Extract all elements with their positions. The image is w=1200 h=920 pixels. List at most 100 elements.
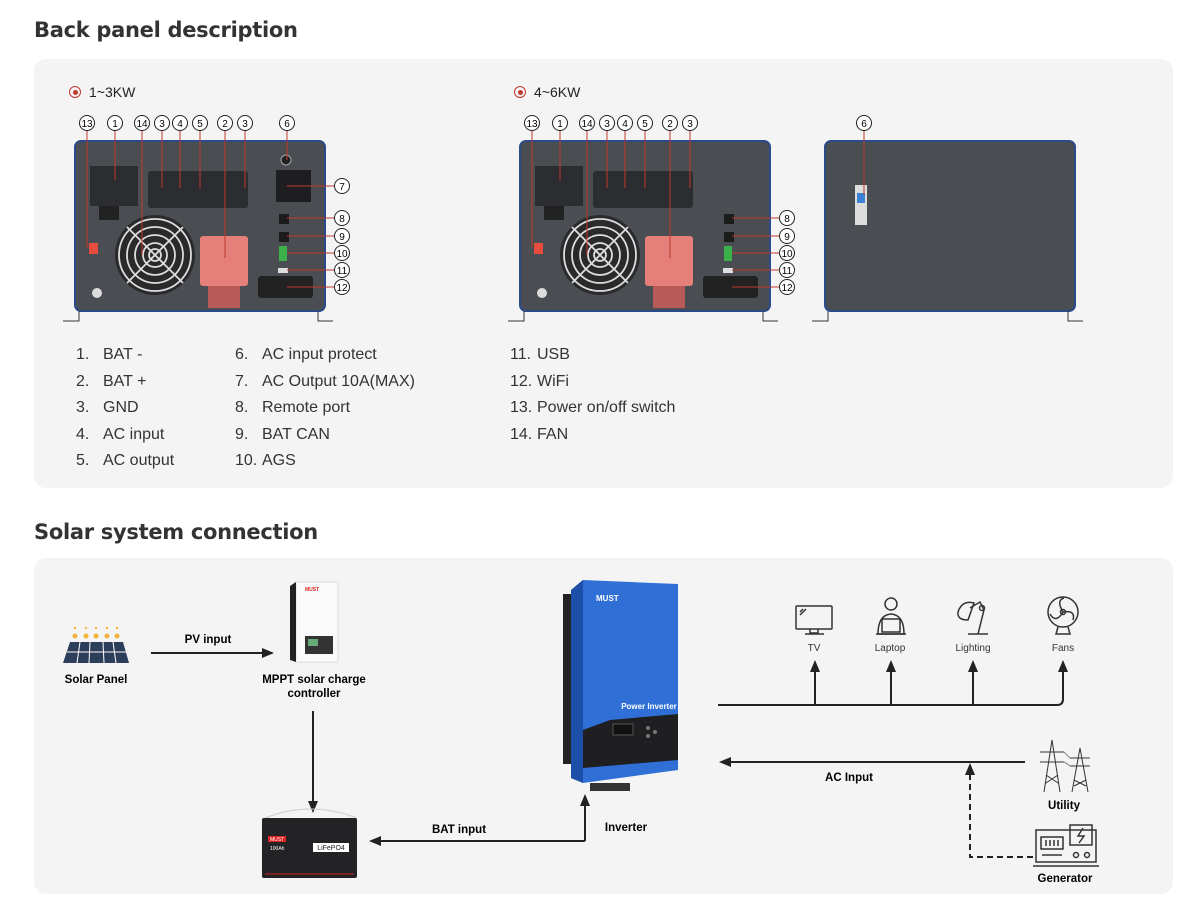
callout-9: 9 bbox=[339, 232, 345, 243]
legend-number: 8. bbox=[235, 399, 249, 416]
tv-icon bbox=[795, 605, 833, 635]
pv-input-label: PV input bbox=[185, 634, 232, 646]
legend-item: 8. Remote port bbox=[235, 395, 415, 422]
battery-image: MUST 100Ah LiFePO4 bbox=[262, 808, 358, 878]
fan-grill-icon bbox=[115, 215, 195, 295]
callout-12: 12 bbox=[336, 283, 348, 294]
callout-1: 1 bbox=[112, 119, 118, 130]
callout-14: 14 bbox=[581, 119, 593, 130]
legend-number: 12. bbox=[510, 372, 533, 390]
ags-connector bbox=[724, 246, 732, 261]
callout-10: 10 bbox=[781, 249, 793, 260]
variant-label: 1~3KW bbox=[89, 84, 136, 100]
lighting-icon bbox=[957, 600, 988, 635]
fan-grill-icon bbox=[560, 215, 640, 295]
legend-item: 9.BAT CAN bbox=[235, 422, 415, 449]
legend-label: BAT - bbox=[103, 346, 143, 363]
legend-item: 12.WiFi bbox=[510, 369, 675, 396]
legend-number: 2. bbox=[76, 372, 90, 390]
bat-input-label: BAT input bbox=[432, 824, 486, 836]
radio-icon[interactable] bbox=[69, 86, 81, 98]
inverter-label-text: Power Inverter bbox=[621, 702, 677, 711]
bat-plus-terminal bbox=[200, 236, 248, 286]
legend-label: AC Output 10A(MAX) bbox=[262, 372, 415, 390]
variant-1-3kw[interactable]: 1~3KW bbox=[69, 84, 135, 100]
back-panel-title: Back panel description bbox=[34, 18, 298, 42]
mppt-controller-image: MUST bbox=[290, 581, 339, 663]
legend-label: Power on/off switch bbox=[537, 399, 676, 416]
legend-item: 1. BAT - bbox=[76, 342, 174, 369]
callout-3: 3 bbox=[159, 119, 165, 130]
variant-4-6kw[interactable]: 4~6KW bbox=[514, 84, 580, 100]
output-bus bbox=[718, 660, 1068, 706]
legend-item: 13.Power on/off switch bbox=[510, 395, 675, 422]
load-label-lighting: Lighting bbox=[955, 643, 990, 654]
legend-item: 4. AC input bbox=[76, 422, 174, 449]
callout-8: 8 bbox=[784, 214, 790, 225]
inverter-image: MUST Power Inverter bbox=[563, 580, 678, 791]
callout-6: 6 bbox=[861, 119, 867, 130]
usb-port bbox=[278, 268, 288, 273]
radio-icon[interactable] bbox=[514, 86, 526, 98]
legend-label: GND bbox=[103, 399, 139, 416]
callout-12: 12 bbox=[781, 283, 793, 294]
terminal-block bbox=[593, 171, 693, 208]
callout-9: 9 bbox=[784, 232, 790, 243]
power-switch-icon bbox=[534, 243, 543, 254]
legend-number: 14. bbox=[510, 425, 533, 443]
power-switch-icon bbox=[89, 243, 98, 254]
utility-tower-icon bbox=[1040, 739, 1090, 793]
laptop-icon bbox=[876, 597, 906, 635]
inverter-brand: MUST bbox=[596, 594, 619, 603]
bat-minus-terminal bbox=[535, 166, 583, 206]
legend-label: AC input bbox=[103, 425, 165, 443]
callout-2: 2 bbox=[667, 119, 673, 130]
callout-4: 4 bbox=[177, 119, 183, 130]
legend-number: 7. bbox=[235, 372, 249, 390]
legend-label: WiFi bbox=[537, 372, 569, 390]
legend-label: AC input protect bbox=[262, 346, 377, 363]
legend-number: 10. bbox=[235, 452, 258, 469]
mppt-brand: MUST bbox=[305, 587, 319, 593]
callout-11: 11 bbox=[782, 266, 793, 277]
bat-plus-terminal bbox=[645, 236, 693, 286]
legend-number: 3. bbox=[76, 399, 90, 416]
legend-number: 5. bbox=[76, 452, 90, 469]
legend-item: 3. GND bbox=[76, 395, 174, 422]
callout-10: 10 bbox=[336, 249, 348, 260]
usb-port bbox=[723, 268, 733, 273]
legend-label: Remote port bbox=[262, 399, 351, 416]
callout-6: 6 bbox=[284, 119, 290, 130]
solar-panel-icon bbox=[63, 626, 129, 664]
callout-8: 8 bbox=[339, 214, 345, 225]
legend-number: 4. bbox=[76, 425, 90, 443]
legend-item: 11.USB bbox=[510, 342, 675, 369]
variant-label: 4~6KW bbox=[534, 84, 581, 100]
callout-7: 7 bbox=[339, 182, 345, 193]
load-label-laptop: Laptop bbox=[875, 643, 906, 654]
breaker-icon bbox=[857, 193, 865, 203]
callout-13: 13 bbox=[81, 119, 93, 130]
fan-icon bbox=[1047, 596, 1079, 635]
callout-4: 4 bbox=[622, 119, 628, 130]
legend-number: 1. bbox=[76, 346, 90, 363]
side-panel-device: 6 bbox=[812, 115, 1083, 322]
legend-label: BAT CAN bbox=[262, 425, 330, 443]
battery-type: LiFePO4 bbox=[317, 845, 345, 852]
inverter-label: Inverter bbox=[605, 822, 648, 834]
solar-title: Solar system connection bbox=[34, 520, 318, 544]
terminal-block bbox=[148, 171, 248, 208]
callout-14: 14 bbox=[136, 119, 148, 130]
battery-brand: MUST bbox=[270, 837, 284, 843]
callout-5: 5 bbox=[642, 119, 648, 130]
ac-input-label: AC Input bbox=[825, 772, 873, 784]
generator-icon bbox=[1033, 824, 1099, 867]
legend-item: 10.AGS bbox=[235, 448, 415, 475]
generator-dashed-arrow bbox=[965, 763, 1033, 858]
legend-label: BAT + bbox=[103, 372, 147, 390]
